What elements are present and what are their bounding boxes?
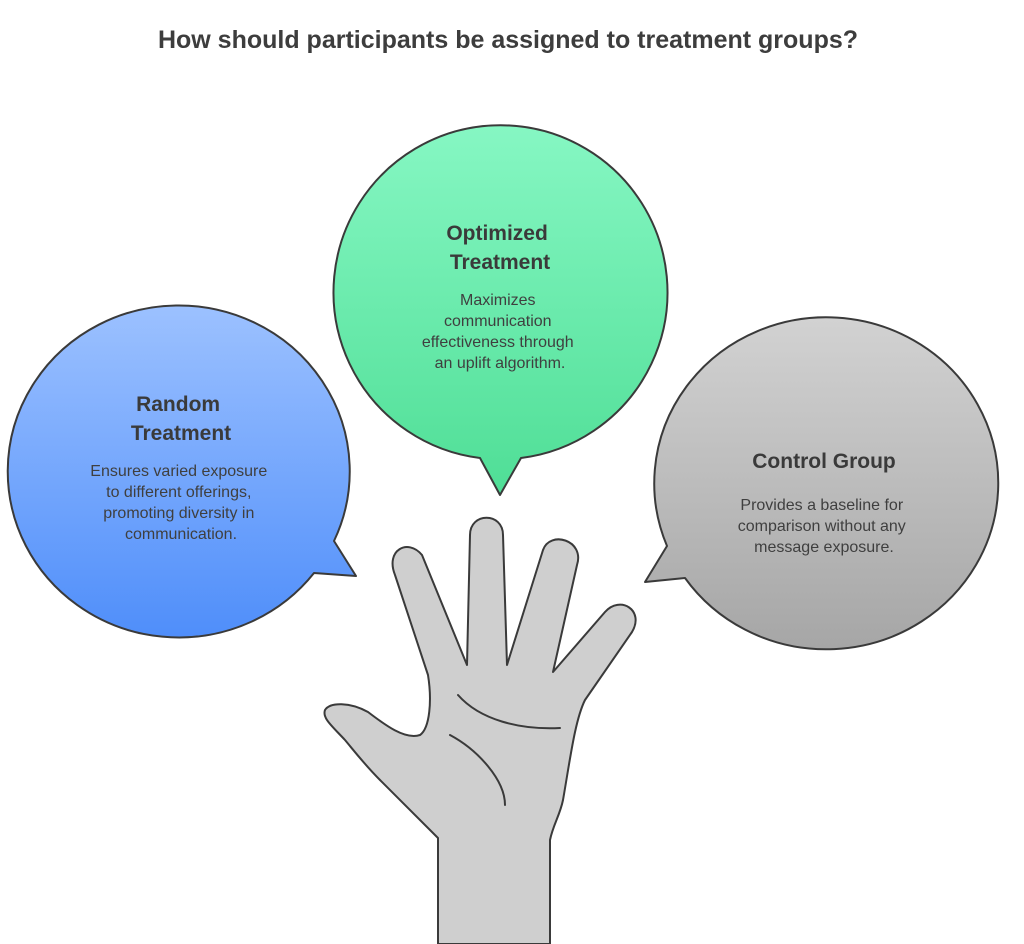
- control-group-title: Control Group: [752, 450, 895, 473]
- random-treatment-title: Random Treatment: [131, 393, 231, 445]
- palm-crease-upper: [457, 694, 561, 730]
- optimized-treatment-description: Maximizes communication effectiveness th…: [422, 292, 578, 372]
- random-treatment-description: Ensures varied exposure to different off…: [90, 463, 271, 543]
- palm-crease-lower: [449, 734, 506, 806]
- diagram-title: How should participants be assigned to t…: [158, 26, 858, 54]
- random-treatment-bubble: Random Treatment Ensures varied exposure…: [6, 304, 357, 639]
- optimized-treatment-bubble: Optimized Treatment Maximizes communicat…: [332, 124, 669, 496]
- control-group-description: Provides a baseline for comparison witho…: [738, 497, 911, 556]
- optimized-treatment-title: Optimized Treatment: [446, 222, 553, 274]
- raised-hand-icon: [323, 516, 637, 944]
- control-group-bubble: Control Group Provides a baseline for co…: [644, 316, 1000, 651]
